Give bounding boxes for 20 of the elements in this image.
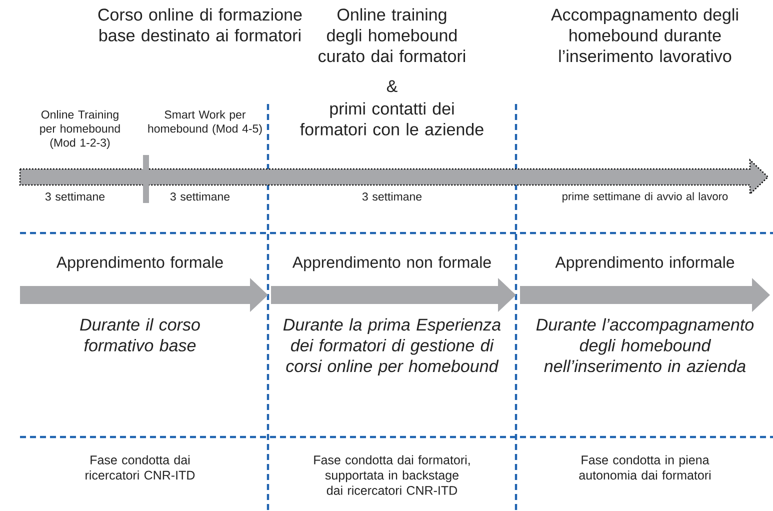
phase-title: Apprendimento non formale — [292, 256, 491, 272]
heading: primi contatti dei formatori con le aziende — [300, 102, 484, 136]
phase-title: Apprendimento informale — [555, 256, 734, 272]
duration-label: 3 settimane — [45, 192, 105, 201]
phase-note: Fase condotta dai ricercatori CNR-ITD — [86, 455, 195, 480]
duration-label: 3 settimane — [170, 192, 230, 201]
phase-description: Durante l’accompagnamento degli homebound nell’inserimento in azienda — [536, 318, 754, 372]
heading: Corso online di formazione base destinato ai formatori — [98, 8, 302, 42]
heading: & — [386, 80, 398, 92]
heading: Online training degli homebound curato dai formatori — [318, 8, 465, 62]
duration-label: prime settimane di avvio al lavoro — [562, 192, 728, 202]
heading: Accompagnamento degli homebound durante l’inserimento lavorativo — [551, 8, 738, 62]
phase-title: Apprendimento formale — [56, 256, 223, 272]
phase-note: Fase condotta in piena autonomia dai formatori — [579, 455, 710, 480]
module-label: Smart Work per homebound (Mod 4-5) — [148, 110, 262, 135]
phase-note: Fase condotta dai formatori, supportata in backstage dai ricercatori CNR-ITD — [314, 455, 470, 495]
duration-label: 3 settimane — [362, 192, 422, 201]
module-label: Online Training per homebound (Mod 1-2-3) — [40, 110, 120, 149]
phase-description: Durante il corso formativo base — [80, 318, 200, 352]
phase-description: Durante la prima Esperienza dei formatori di gestione di corsi online per homebound — [283, 318, 500, 376]
